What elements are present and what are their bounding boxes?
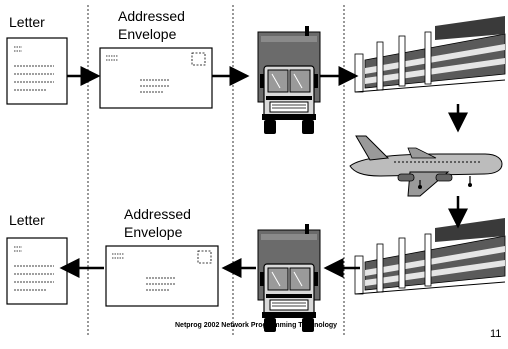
envelope-icon [105,245,219,307]
letter-icon [6,34,71,105]
letter-label-top: Letter [9,14,45,30]
envelope-label-top-line1: Addressed [118,8,185,24]
page-number: 11 [490,328,502,340]
post-office-building-icon [354,217,506,295]
envelope-icon [99,47,213,109]
letter-icon [6,234,71,305]
post-office-building-icon [354,15,506,93]
truck-icon [257,223,321,333]
truck-icon [257,25,321,135]
letter-label-bottom: Letter [9,212,45,228]
envelope-label-bottom-line2: Envelope [124,224,183,240]
airplane-icon [349,135,503,197]
envelope-label-top-line2: Envelope [118,26,177,42]
footer-text: Netprog 2002 Network Programming Technol… [175,322,338,329]
envelope-label-bottom-line1: Addressed [124,206,191,222]
